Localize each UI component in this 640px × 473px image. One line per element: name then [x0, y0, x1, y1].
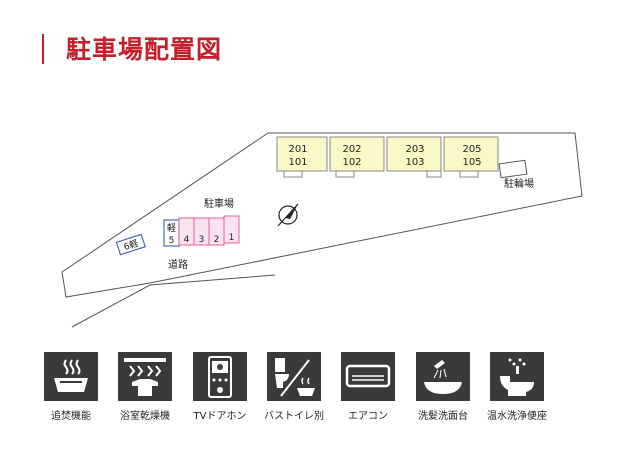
washlet-icon	[490, 352, 544, 401]
unit-lower-number: 102	[342, 157, 361, 168]
road-curb-line	[71, 274, 276, 328]
unit-upper-number: 202	[342, 144, 361, 155]
feature-separate-bath-toilet: バストイレ別	[264, 352, 324, 422]
parking-spaces: 軽 5 4 3 2 1	[163, 215, 240, 247]
feature-label: エアコン	[348, 411, 388, 422]
space-number: 6軽	[122, 238, 139, 253]
feature-tv-intercom: TVドアホン	[190, 352, 250, 422]
feature-bathroom-dryer: 浴室乾燥機	[115, 352, 175, 422]
parking-space-kei-6: 6軽	[115, 233, 146, 256]
bicycle-parking: 駐輪場	[498, 159, 534, 190]
page-title: 駐車場配置図	[66, 35, 223, 64]
unit-lower-number: 101	[288, 157, 307, 168]
feature-air-conditioner: エアコン	[338, 352, 398, 422]
kei-label: 軽	[167, 223, 176, 234]
feature-label: TVドアホン	[193, 411, 247, 422]
unit-upper-number: 201	[288, 144, 307, 155]
space-number: 2	[214, 235, 220, 245]
bicycle-parking-label: 駐輪場	[504, 177, 534, 190]
unit-203-103: 203 103	[386, 136, 442, 178]
unit-201-101: 201 101	[276, 136, 328, 178]
reheat-bath-icon	[44, 352, 98, 401]
parking-area-label: 駐車場	[204, 197, 234, 210]
space-number: 4	[184, 235, 190, 245]
air-conditioner-icon	[341, 352, 395, 401]
feature-shampoo-vanity: 洗髪洗面台	[413, 352, 473, 422]
parking-space-1	[223, 215, 240, 244]
feature-label: 追焚機能	[51, 411, 91, 422]
feature-label: 浴室乾燥機	[120, 411, 170, 422]
unit-202-102: 202 102	[329, 136, 385, 178]
space-number: 1	[229, 233, 235, 243]
site-boundary	[61, 132, 583, 298]
feature-washlet: 温水洗浄便座	[487, 352, 547, 422]
parking-layout-map: 201 101 202 102 203 103 205 105 駐輪場	[61, 132, 583, 328]
feature-label: バストイレ別	[264, 411, 324, 422]
feature-label: 洗髪洗面台	[418, 411, 468, 422]
space-number: 5	[169, 236, 175, 246]
bathroom-dryer-icon	[118, 352, 172, 401]
building-units: 201 101 202 102 203 103 205 105	[276, 136, 499, 178]
title-accent-bar	[42, 34, 44, 64]
north-arrow-icon	[277, 203, 299, 227]
feature-label: 温水洗浄便座	[487, 411, 547, 422]
separate-bath-toilet-icon	[267, 352, 321, 401]
unit-upper-number: 205	[462, 144, 481, 155]
road-label: 道路	[168, 258, 188, 271]
space-number: 3	[199, 235, 205, 245]
unit-upper-number: 203	[405, 144, 424, 155]
tv-intercom-icon	[193, 352, 247, 401]
feature-reheat-bath: 追焚機能	[41, 352, 101, 422]
shampoo-vanity-icon	[416, 352, 470, 401]
unit-lower-number: 105	[462, 157, 481, 168]
unit-lower-number: 103	[405, 157, 424, 168]
unit-205-105: 205 105	[443, 136, 499, 178]
